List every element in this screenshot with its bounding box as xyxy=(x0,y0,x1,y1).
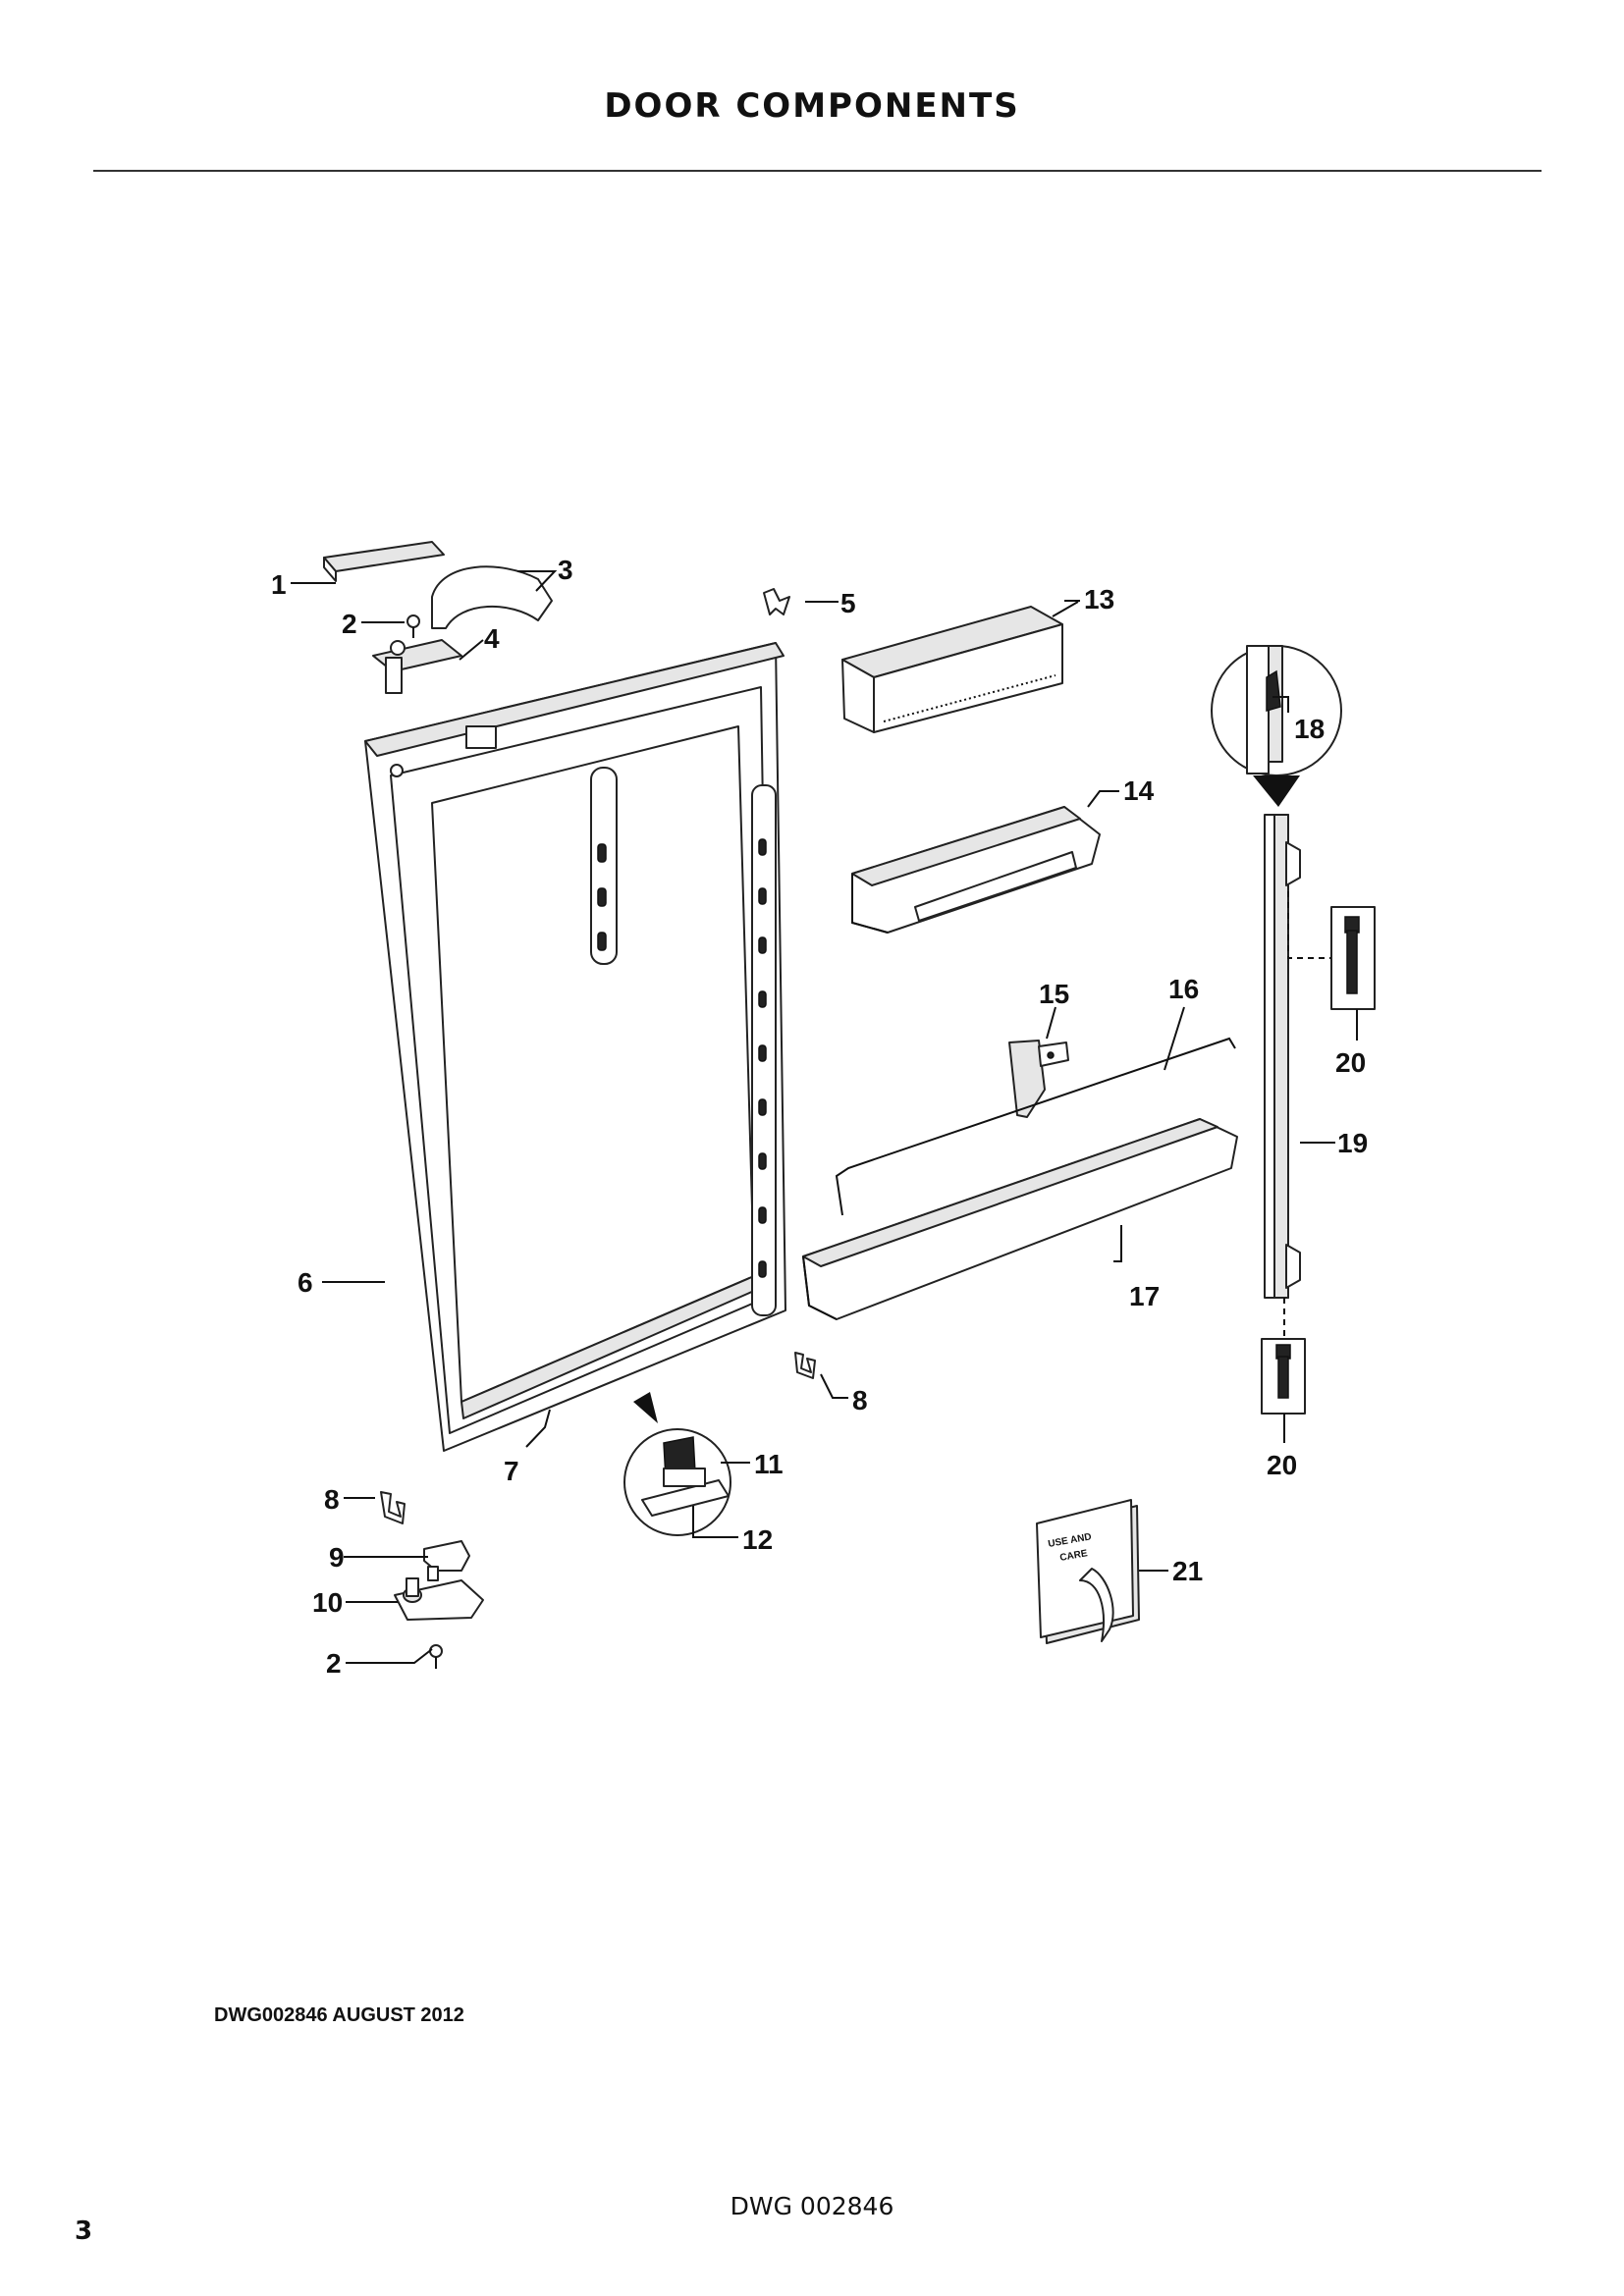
door-handle-assembly xyxy=(1211,645,1376,1415)
callout-10: 10 xyxy=(312,1587,343,1618)
callout-17: 17 xyxy=(1129,1281,1160,1311)
use-and-care-booklet: USE AND CARE xyxy=(1036,1499,1140,1644)
callout-21: 21 xyxy=(1172,1556,1203,1586)
callout-5: 5 xyxy=(840,588,856,618)
drawing-reference: DWG002846 AUGUST 2012 xyxy=(214,2004,464,2026)
page-number: 3 xyxy=(75,2216,93,2246)
callout-13: 13 xyxy=(1084,584,1114,614)
callout-18: 18 xyxy=(1294,714,1325,744)
callout-19: 19 xyxy=(1337,1128,1368,1158)
door-clip-bottom-right xyxy=(794,1352,816,1379)
callout-9: 9 xyxy=(329,1542,345,1573)
footer-drawing-number: DWG 002846 xyxy=(730,2192,894,2220)
callout-8-left: 8 xyxy=(324,1484,340,1515)
callout-1: 1 xyxy=(271,569,287,600)
callout-11: 11 xyxy=(754,1449,784,1479)
callout-2-bottom: 2 xyxy=(326,1648,342,1679)
booklet-label-line2: CARE xyxy=(1059,1548,1089,1564)
callout-20-upper: 20 xyxy=(1335,1047,1366,1078)
callout-6: 6 xyxy=(298,1267,313,1298)
door-bin-lower xyxy=(802,1118,1238,1320)
callout-12: 12 xyxy=(742,1524,773,1555)
callout-16: 16 xyxy=(1168,974,1199,1004)
page-title: DOOR COMPONENTS xyxy=(604,86,1020,126)
title-divider xyxy=(93,170,1542,172)
door-frame xyxy=(364,642,786,1452)
bottle-retainer-and-wire xyxy=(835,1037,1236,1216)
top-hinge-parts xyxy=(323,541,553,694)
bottom-hinge-parts xyxy=(380,1491,484,1669)
door-clip-top xyxy=(763,588,790,615)
callout-14: 14 xyxy=(1123,775,1155,806)
callout-8-right: 8 xyxy=(852,1385,868,1415)
callout-4: 4 xyxy=(484,623,500,654)
callout-7: 7 xyxy=(504,1456,519,1486)
door-bin-upper xyxy=(851,806,1101,934)
dairy-compartment xyxy=(841,606,1063,733)
leader-lines xyxy=(291,570,1358,1664)
callout-15: 15 xyxy=(1039,979,1069,1009)
callout-3: 3 xyxy=(558,555,573,585)
callout-20-lower: 20 xyxy=(1267,1450,1297,1480)
callout-2-top: 2 xyxy=(342,609,357,639)
detail-magnifier xyxy=(623,1392,731,1536)
